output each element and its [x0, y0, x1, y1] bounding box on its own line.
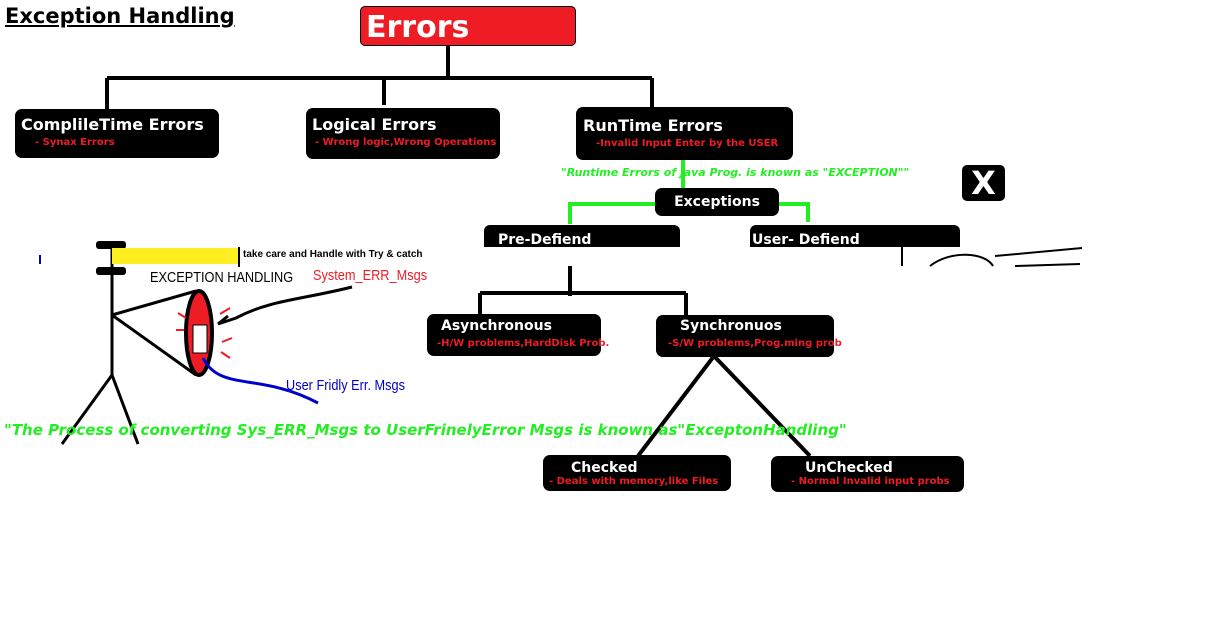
- system-msg-arrow: [217, 285, 353, 326]
- logical-errors-box: Logical Errors - Wrong logic,Wrong Opera…: [306, 108, 500, 159]
- synchronous-title: Synchronuos: [680, 318, 782, 334]
- figure-head-top: [96, 241, 126, 249]
- user-msg-arrow: [201, 357, 319, 405]
- stick-figure: [39, 243, 240, 445]
- asynchronous-box: Asynchronous -H/W problems,HardDisk Prob…: [427, 314, 610, 356]
- figure-hand: [96, 267, 126, 275]
- logical-errors-desc: - Wrong logic,Wrong Operations: [315, 137, 497, 148]
- synchronous-desc: -S/W problems,Prog.ming prob: [668, 338, 842, 349]
- page-title: Exception Handling: [5, 4, 235, 28]
- impact-marks: [176, 307, 233, 359]
- compile-time-errors-desc: - Synax Errors: [35, 137, 115, 148]
- connector-exceptions-predefined: [568, 202, 656, 224]
- asynchronous-desc: -H/W problems,HardDisk Prob.: [437, 338, 610, 349]
- close-mark: X: [962, 165, 1005, 201]
- compile-time-errors-box: ComplileTime Errors - Synax Errors: [15, 109, 219, 158]
- handle-note: take care and Handle with Try & catch: [243, 249, 423, 260]
- connector-exceptions-userdefined: [778, 202, 810, 222]
- userdefined-box: User- Defiend: [750, 225, 960, 248]
- unchecked-title: UnChecked: [805, 460, 893, 476]
- exception-handling-definition: "The Process of converting Sys_ERR_Msgs …: [4, 421, 847, 439]
- runtime-errors-desc: -Invalid Input Enter by the USER: [596, 138, 779, 149]
- asynchronous-title: Asynchronous: [441, 318, 552, 334]
- compile-time-errors-title: ComplileTime Errors: [21, 115, 204, 134]
- connector-unchecked: [712, 354, 812, 458]
- shield-window: [192, 324, 208, 354]
- runtime-errors-title: RunTime Errors: [583, 116, 723, 135]
- unchecked-box: UnChecked - Normal Invalid input probs: [771, 456, 964, 492]
- user-friendly-msgs-label: User Fridly Err. Msgs: [286, 377, 406, 394]
- checked-box: Checked - Deals with memory,like Files: [543, 455, 731, 491]
- exception-handling-heading: EXCEPTION HANDLING: [150, 269, 294, 286]
- connector-checked: [636, 354, 716, 458]
- unchecked-desc: - Normal Invalid input probs: [791, 476, 950, 487]
- scribble: [901, 246, 1083, 267]
- system-err-msgs-label: System_ERR_Msgs: [313, 267, 428, 284]
- checked-desc: - Deals with memory,like Files: [549, 476, 719, 487]
- predefined-box: Pre-Defiend: [484, 225, 680, 248]
- checked-title: Checked: [571, 460, 638, 476]
- runtime-errors-box: RunTime Errors -Invalid Input Enter by t…: [576, 107, 793, 160]
- yellow-marker: [112, 248, 238, 264]
- errors-root-box: Errors: [360, 6, 576, 46]
- runtime-exception-note: "Runtime Errors of java Prog. is known a…: [561, 166, 910, 179]
- synchronous-box: Synchronuos -S/W problems,Prog.ming prob: [656, 315, 842, 357]
- logical-errors-title: Logical Errors: [312, 115, 437, 134]
- exceptions-box: Exceptions: [655, 188, 779, 216]
